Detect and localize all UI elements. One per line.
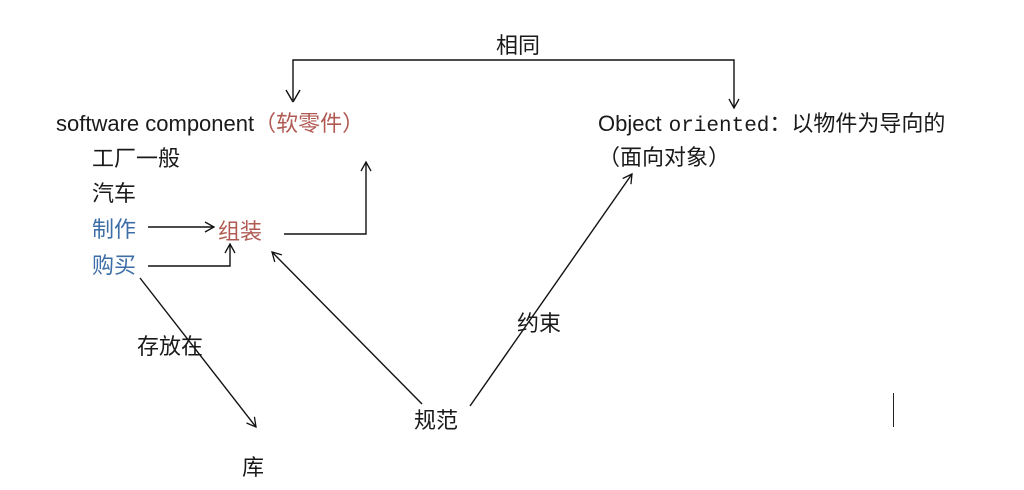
object-oriented-cn: ：以物件为导向的 (769, 112, 946, 137)
node-object-oriented: Object oriented：以物件为导向的 (598, 111, 946, 138)
node-object-oriented-cn2: （面向对象） (598, 146, 731, 171)
label-buy: 购买 (92, 254, 137, 279)
same-bracket-arrow (292, 59, 740, 110)
software-component-en: software component (56, 111, 255, 136)
label-store-in: 存放在 (137, 335, 204, 360)
label-car: 汽车 (92, 182, 137, 207)
node-assemble: 组装 (218, 220, 263, 245)
node-spec: 规范 (414, 409, 459, 434)
buy-to-warehouse-arrow (139, 277, 257, 429)
same-bracket-left-head-r (292, 89, 301, 103)
node-software-component: software component（软零件） (56, 113, 364, 136)
oriented-mono: oriented (668, 115, 770, 138)
software-component-cn: （软零件） (254, 112, 365, 137)
node-warehouse: 库 (242, 456, 265, 481)
object-en: Object (598, 111, 662, 136)
assemble-to-component-arrow (284, 160, 372, 235)
buy-to-assemble-arrow (148, 242, 236, 267)
spec-to-assemble-arrow (271, 251, 423, 405)
spec-to-object-arrow (469, 172, 633, 407)
label-same: 相同 (496, 34, 541, 59)
label-factory: 工厂一般 (92, 147, 181, 172)
same-bracket-left-head-l (285, 89, 294, 103)
text-cursor (893, 393, 894, 427)
label-make: 制作 (92, 218, 137, 243)
label-constrain: 约束 (517, 312, 562, 337)
